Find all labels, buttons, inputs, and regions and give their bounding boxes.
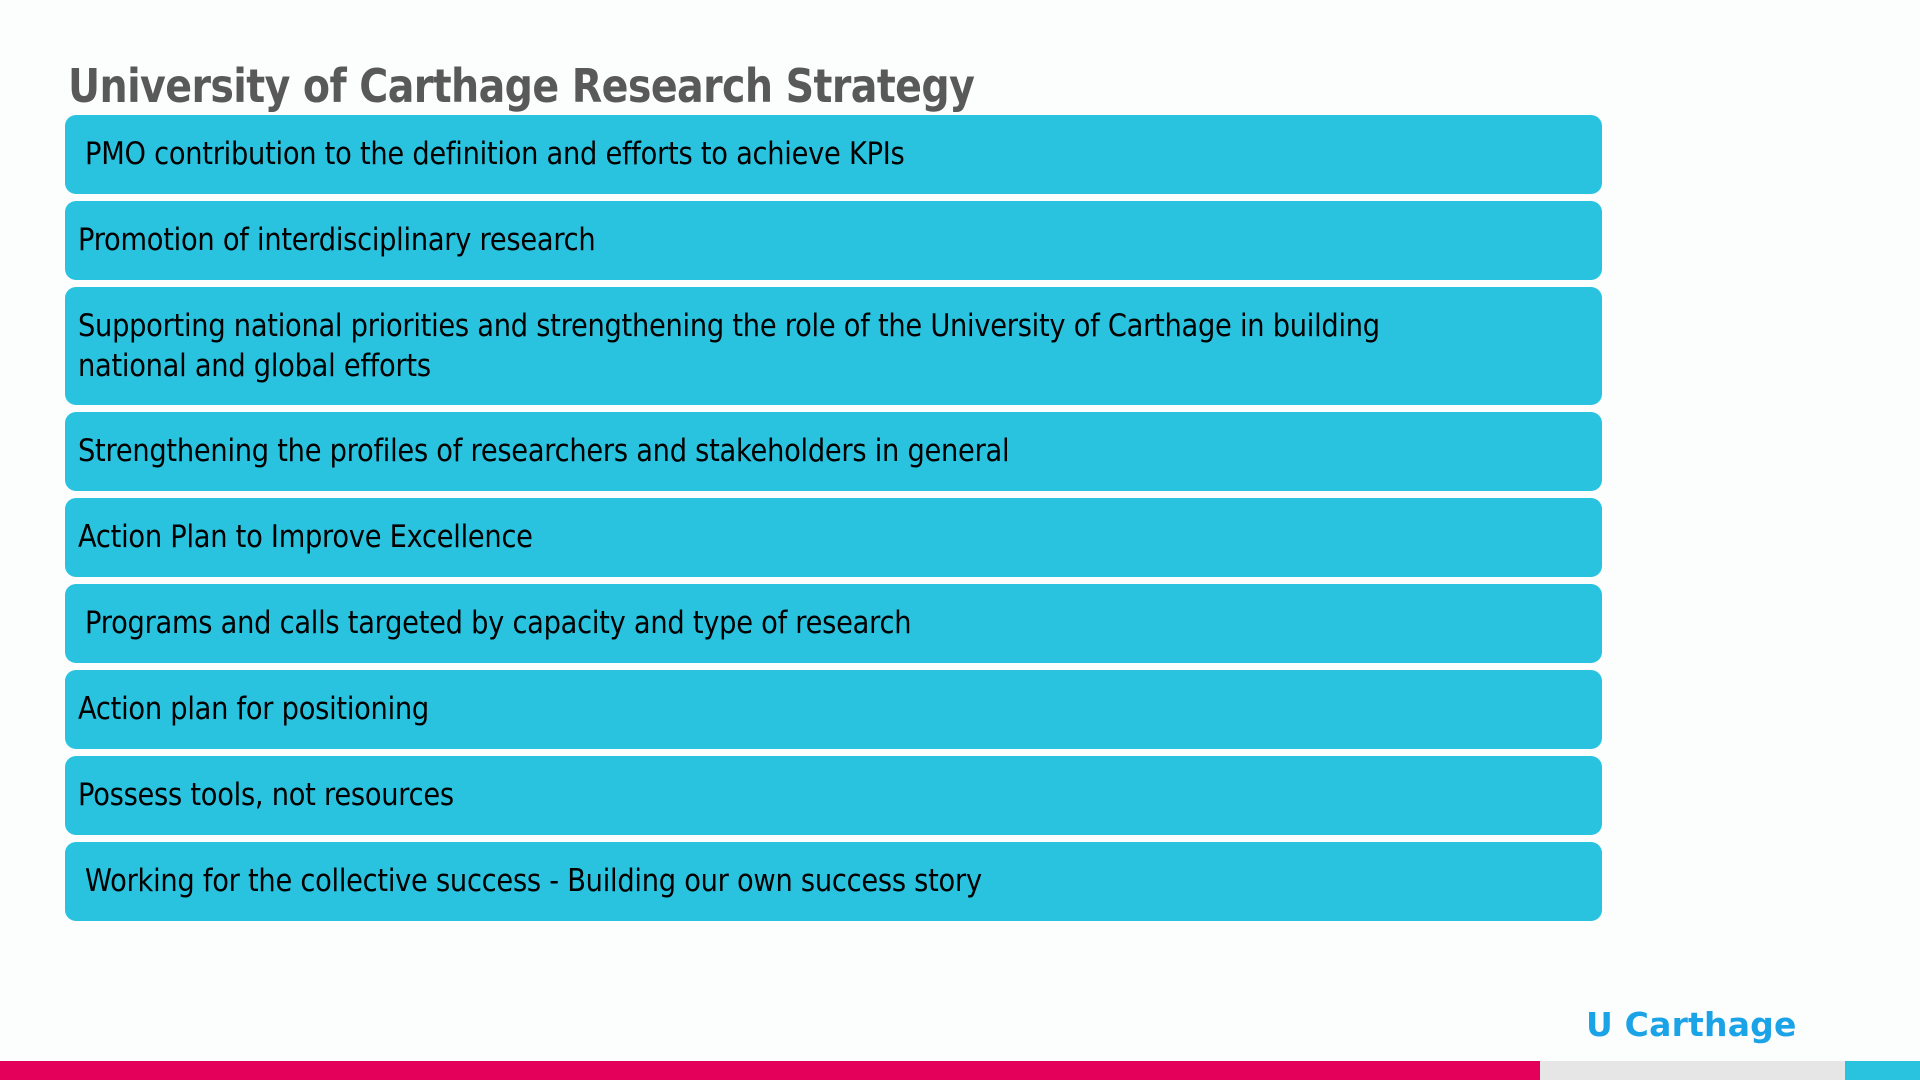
strategy-bar-list: PMO contribution to the definition and e… bbox=[65, 115, 1602, 928]
list-item[interactable]: Strengthening the profiles of researcher… bbox=[65, 412, 1602, 491]
list-item-label: Programs and calls targeted by capacity … bbox=[85, 605, 912, 642]
footer-segment-gray bbox=[1540, 1061, 1845, 1080]
list-item-label: Strengthening the profiles of researcher… bbox=[78, 433, 1010, 470]
footer-accent-band bbox=[0, 1061, 1920, 1080]
footer-segment-cyan bbox=[1845, 1061, 1920, 1080]
list-item-label: Possess tools, not resources bbox=[78, 777, 454, 814]
brand-logo: U Carthage bbox=[1586, 1005, 1797, 1044]
list-item[interactable]: Promotion of interdisciplinary research bbox=[65, 201, 1602, 280]
list-item-label: PMO contribution to the definition and e… bbox=[85, 136, 905, 173]
list-item[interactable]: Action Plan to Improve Excellence bbox=[65, 498, 1602, 577]
list-item[interactable]: Programs and calls targeted by capacity … bbox=[65, 584, 1602, 663]
list-item[interactable]: Action plan for positioning bbox=[65, 670, 1602, 749]
list-item[interactable]: Supporting national priorities and stren… bbox=[65, 287, 1602, 405]
footer-segment-pink bbox=[0, 1061, 1540, 1080]
list-item-label: Action Plan to Improve Excellence bbox=[78, 519, 533, 556]
list-item-label: Promotion of interdisciplinary research bbox=[78, 222, 596, 259]
list-item-label: Supporting national priorities and stren… bbox=[78, 307, 1380, 384]
list-item[interactable]: Working for the collective success - Bui… bbox=[65, 842, 1602, 921]
page-title: University of Carthage Research Strategy bbox=[68, 58, 975, 113]
list-item-label: Working for the collective success - Bui… bbox=[85, 863, 982, 900]
list-item[interactable]: PMO contribution to the definition and e… bbox=[65, 115, 1602, 194]
list-item[interactable]: Possess tools, not resources bbox=[65, 756, 1602, 835]
list-item-label: Action plan for positioning bbox=[78, 691, 429, 728]
